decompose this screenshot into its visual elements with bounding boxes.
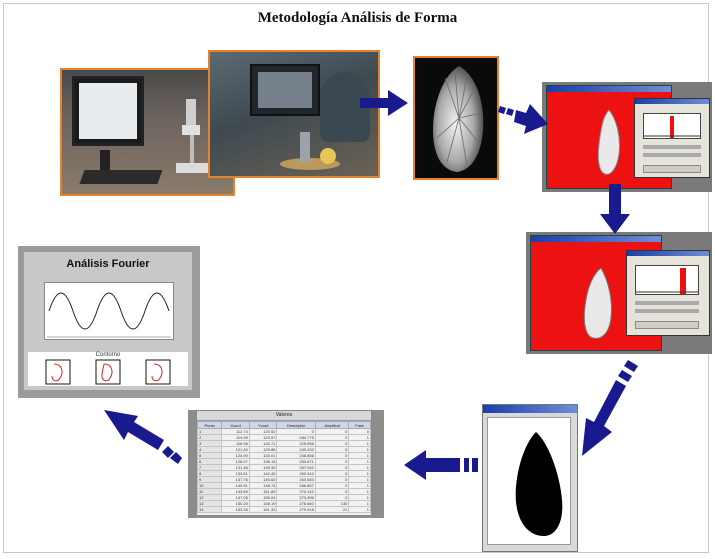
binary-contour-screenshot <box>482 404 578 552</box>
window-titlebar <box>531 236 661 242</box>
flow-arrow-up-left-striped-icon <box>104 410 182 464</box>
contour-reconstructions: Contorno <box>28 352 188 386</box>
table-cell: 279.918 <box>276 506 316 513</box>
table-header-cell: Amplitud <box>314 421 350 429</box>
flow-arrow-down-icon <box>600 184 630 234</box>
otolith-photo <box>413 56 499 180</box>
window-titlebar <box>547 86 671 92</box>
table-cell: 21 <box>314 506 350 513</box>
table-header-cell: Fase <box>348 421 371 429</box>
table-cell: 1 <box>348 506 371 513</box>
segmentation-screenshot-2 <box>526 232 712 354</box>
lab-photo-operator <box>208 50 380 178</box>
table-title: Valores <box>197 411 371 421</box>
microscope-image <box>176 99 208 173</box>
table-header-cell: Xcord <box>221 421 250 429</box>
table-header-cell: Ycord <box>248 421 278 429</box>
table-cell: 153.35 <box>221 506 250 513</box>
monitor-image <box>250 64 320 116</box>
histogram <box>643 113 701 139</box>
table-cell: 161.33 <box>248 506 278 513</box>
flow-arrow-right-striped-icon <box>498 104 548 134</box>
flow-arrow-right-icon <box>360 90 408 116</box>
threshold-dialog <box>634 98 710 178</box>
flow-arrow-left-striped-icon <box>404 450 478 480</box>
table-header-cell: Punto <box>197 421 223 429</box>
keyboard-image <box>79 170 163 184</box>
histogram <box>635 265 699 295</box>
otolith-image <box>583 267 612 339</box>
fourier-wave-plot <box>44 282 174 340</box>
window-titlebar <box>483 405 577 413</box>
table-cell: 14 <box>197 506 223 513</box>
page-title: Metodología Análisis de Forma <box>257 10 458 26</box>
threshold-dialog <box>626 250 710 336</box>
fourier-analysis-panel: Análisis Fourier Contorno <box>18 246 200 398</box>
otolith-image <box>597 109 620 175</box>
fourier-title: Análisis Fourier <box>66 258 150 270</box>
flow-arrow-down-left-striped-icon <box>582 360 638 456</box>
lab-photo-microscope <box>60 68 235 196</box>
monitor-image <box>72 76 144 146</box>
otolith-silhouette <box>515 432 563 536</box>
microscope-image <box>280 132 340 170</box>
contour-label: Contorno <box>95 352 121 358</box>
segmentation-screenshot-1 <box>542 82 712 192</box>
table-header-cell: Descriptor <box>276 421 316 429</box>
